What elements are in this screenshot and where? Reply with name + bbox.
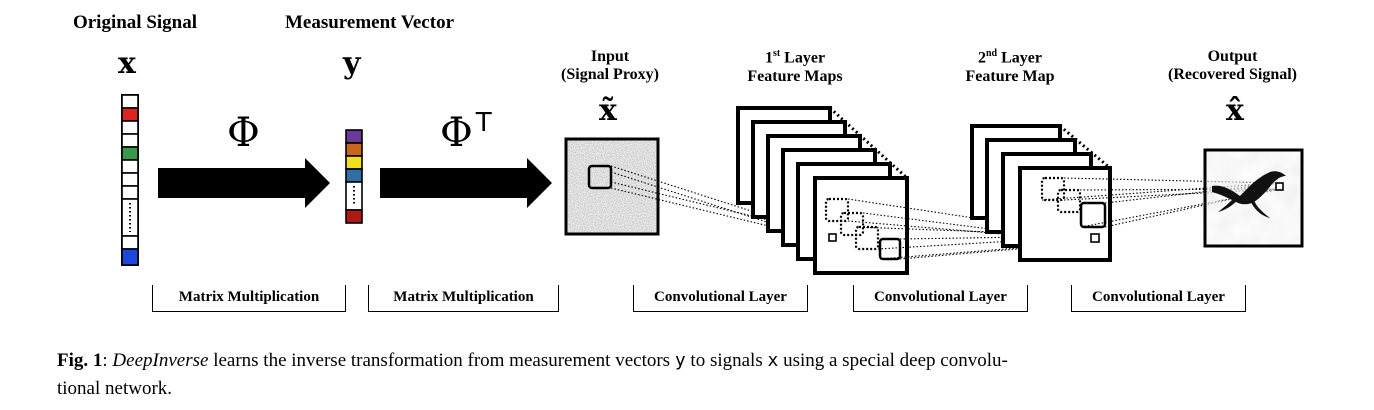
stage-label-matrix-mult-2: Matrix Multiplication bbox=[393, 289, 534, 305]
bracket-conv-1 bbox=[633, 285, 808, 312]
phi-symbol: Φ bbox=[227, 110, 260, 156]
input-label-line2: (Signal Proxy) bbox=[561, 66, 659, 84]
stage-label-conv-2: Convolutional Layer bbox=[874, 289, 1007, 305]
transpose-mark: T bbox=[475, 108, 492, 138]
bracket-matrix-mult-2 bbox=[368, 285, 559, 312]
x-symbol: x bbox=[118, 46, 136, 81]
caption-method-name: DeepInverse bbox=[112, 350, 209, 371]
output-point bbox=[1275, 182, 1284, 191]
stage-label-matrix-mult-1: Matrix Multiplication bbox=[178, 289, 320, 305]
layer2-feature-map bbox=[970, 124, 1112, 262]
arrow-phi-transpose bbox=[380, 158, 552, 208]
input-image bbox=[564, 137, 660, 236]
caption-fig-label: Fig. 1 bbox=[57, 350, 103, 371]
layer1-feature-maps bbox=[736, 106, 909, 275]
eagle-silhouette bbox=[1212, 171, 1286, 218]
second-layer-label-line2: Feature Map bbox=[965, 67, 1055, 85]
original-signal-label: Original Signal bbox=[72, 12, 198, 33]
x-cell-red bbox=[121, 107, 139, 122]
second-layer-label-line1: 2nd Layer bbox=[978, 48, 1042, 67]
bracket-conv-3 bbox=[1071, 285, 1246, 312]
stage-label-conv-3: Convolutional Layer bbox=[1092, 289, 1225, 305]
figure-caption: Fig. 1: DeepInverse learns the inverse t… bbox=[57, 350, 1008, 399]
input-receptive-field bbox=[587, 164, 613, 190]
second-layer-label: 2nd Layer Feature Map bbox=[935, 48, 1085, 86]
l1-output-box bbox=[878, 237, 902, 261]
output-label: Output (Recovered Signal) bbox=[1135, 48, 1330, 85]
caption-line2: tional network. bbox=[57, 378, 173, 399]
output-label-line1: Output bbox=[1207, 48, 1258, 65]
arrow-phi bbox=[158, 158, 330, 208]
bracket-matrix-mult-1 bbox=[152, 285, 346, 312]
input-label-line1: Input bbox=[590, 48, 630, 65]
output-image bbox=[1203, 148, 1304, 248]
measurement-vector-y bbox=[345, 129, 363, 224]
first-layer-label-line2: Feature Maps bbox=[747, 67, 843, 85]
bracket-conv-2 bbox=[853, 285, 1028, 312]
first-layer-label-line1: 1st Layer bbox=[764, 48, 826, 67]
signal-vector-x bbox=[121, 94, 139, 266]
y-symbol: y bbox=[343, 46, 361, 81]
x-cell-green bbox=[121, 146, 139, 161]
first-layer-label: 1st Layer Feature Maps bbox=[720, 48, 870, 86]
input-label: Input (Signal Proxy) bbox=[535, 48, 685, 85]
x-hat-symbol: x̂ bbox=[1226, 93, 1244, 128]
x-cell-blue bbox=[121, 248, 139, 266]
output-label-line2: (Recovered Signal) bbox=[1167, 66, 1297, 84]
stage-label-conv-1: Convolutional Layer bbox=[654, 289, 787, 305]
l2-input-point bbox=[1090, 233, 1100, 243]
x-tilde-symbol: x̃ bbox=[599, 93, 617, 128]
l1-input-point bbox=[828, 233, 837, 242]
l2-output-box bbox=[1079, 201, 1107, 229]
measurement-vector-label: Measurement Vector bbox=[284, 12, 454, 33]
